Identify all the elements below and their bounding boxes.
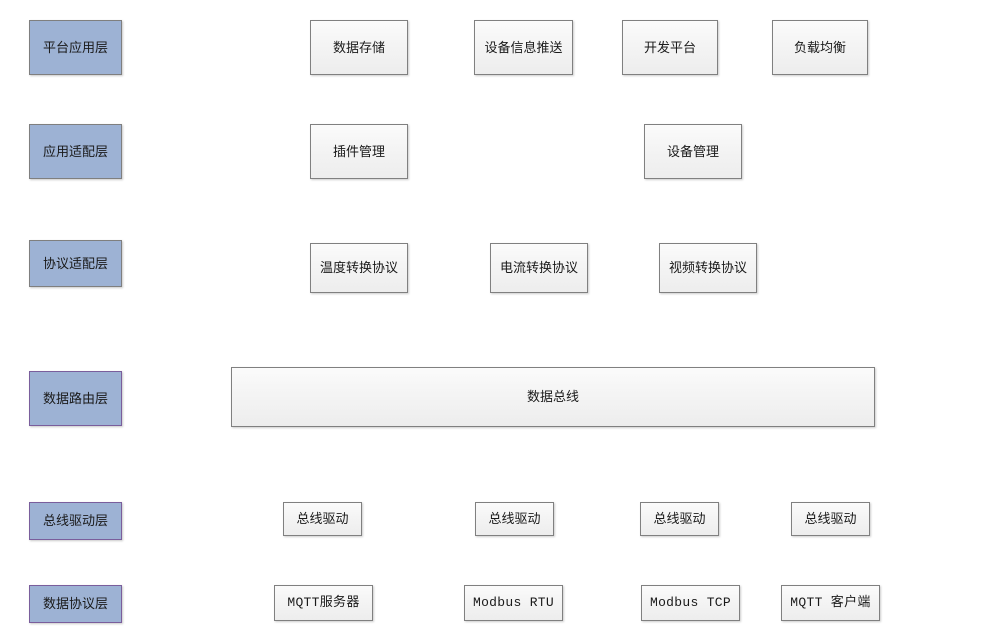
layer-label-data-protocol: 数据协议层: [29, 585, 122, 623]
node-label: 设备信息推送: [484, 39, 563, 55]
node-development-platform: 开发平台: [622, 20, 718, 75]
node-mqtt-server: MQTT服务器: [274, 585, 373, 621]
node-modbus-rtu: Modbus RTU: [464, 585, 563, 621]
node-label: 开发平台: [643, 39, 696, 55]
node-label: 视频转换协议: [668, 260, 747, 276]
node-device-info-push: 设备信息推送: [474, 20, 573, 75]
node-current-conversion-protocol: 电流转换协议: [490, 243, 588, 293]
layer-label-platform-application: 平台应用层: [29, 20, 122, 75]
layer-label-protocol-adaptation: 协议适配层: [29, 240, 122, 287]
layer-label-text: 应用适配层: [42, 143, 108, 159]
node-load-balancing: 负载均衡: [772, 20, 868, 75]
node-video-conversion-protocol: 视频转换协议: [659, 243, 757, 293]
layer-label-text: 数据路由层: [42, 390, 108, 406]
node-bus-driver-3: 总线驱动: [640, 502, 719, 536]
node-label: Modbus TCP: [649, 595, 731, 611]
node-label: 设备管理: [666, 143, 719, 159]
layer-label-application-adaptation: 应用适配层: [29, 124, 122, 179]
node-label: MQTT服务器: [287, 595, 360, 611]
layer-label-text: 总线驱动层: [42, 513, 108, 529]
node-label: 电流转换协议: [499, 260, 578, 276]
node-bus-driver-1: 总线驱动: [283, 502, 362, 536]
layer-label-bus-driver: 总线驱动层: [29, 502, 122, 540]
node-label: 总线驱动: [804, 511, 857, 527]
node-bus-driver-4: 总线驱动: [791, 502, 870, 536]
node-label: MQTT 客户端: [790, 595, 871, 611]
node-label: 数据总线: [526, 389, 579, 405]
node-modbus-tcp: Modbus TCP: [641, 585, 740, 621]
node-device-management: 设备管理: [644, 124, 742, 179]
node-label: 总线驱动: [296, 511, 349, 527]
node-label: 总线驱动: [488, 511, 541, 527]
node-temperature-conversion-protocol: 温度转换协议: [310, 243, 408, 293]
layer-label-text: 平台应用层: [42, 39, 108, 55]
node-label: 总线驱动: [653, 511, 706, 527]
node-label: 温度转换协议: [319, 260, 398, 276]
node-data-bus: 数据总线: [231, 367, 875, 427]
layer-label-text: 协议适配层: [42, 255, 108, 271]
node-plugin-management: 插件管理: [310, 124, 408, 179]
node-mqtt-client: MQTT 客户端: [781, 585, 880, 621]
node-label: 数据存储: [332, 39, 385, 55]
node-data-storage: 数据存储: [310, 20, 408, 75]
node-bus-driver-2: 总线驱动: [475, 502, 554, 536]
node-label: 插件管理: [332, 143, 385, 159]
layer-label-text: 数据协议层: [42, 596, 108, 612]
node-label: 负载均衡: [793, 39, 846, 55]
layer-label-data-routing: 数据路由层: [29, 371, 122, 426]
node-label: Modbus RTU: [472, 595, 554, 611]
